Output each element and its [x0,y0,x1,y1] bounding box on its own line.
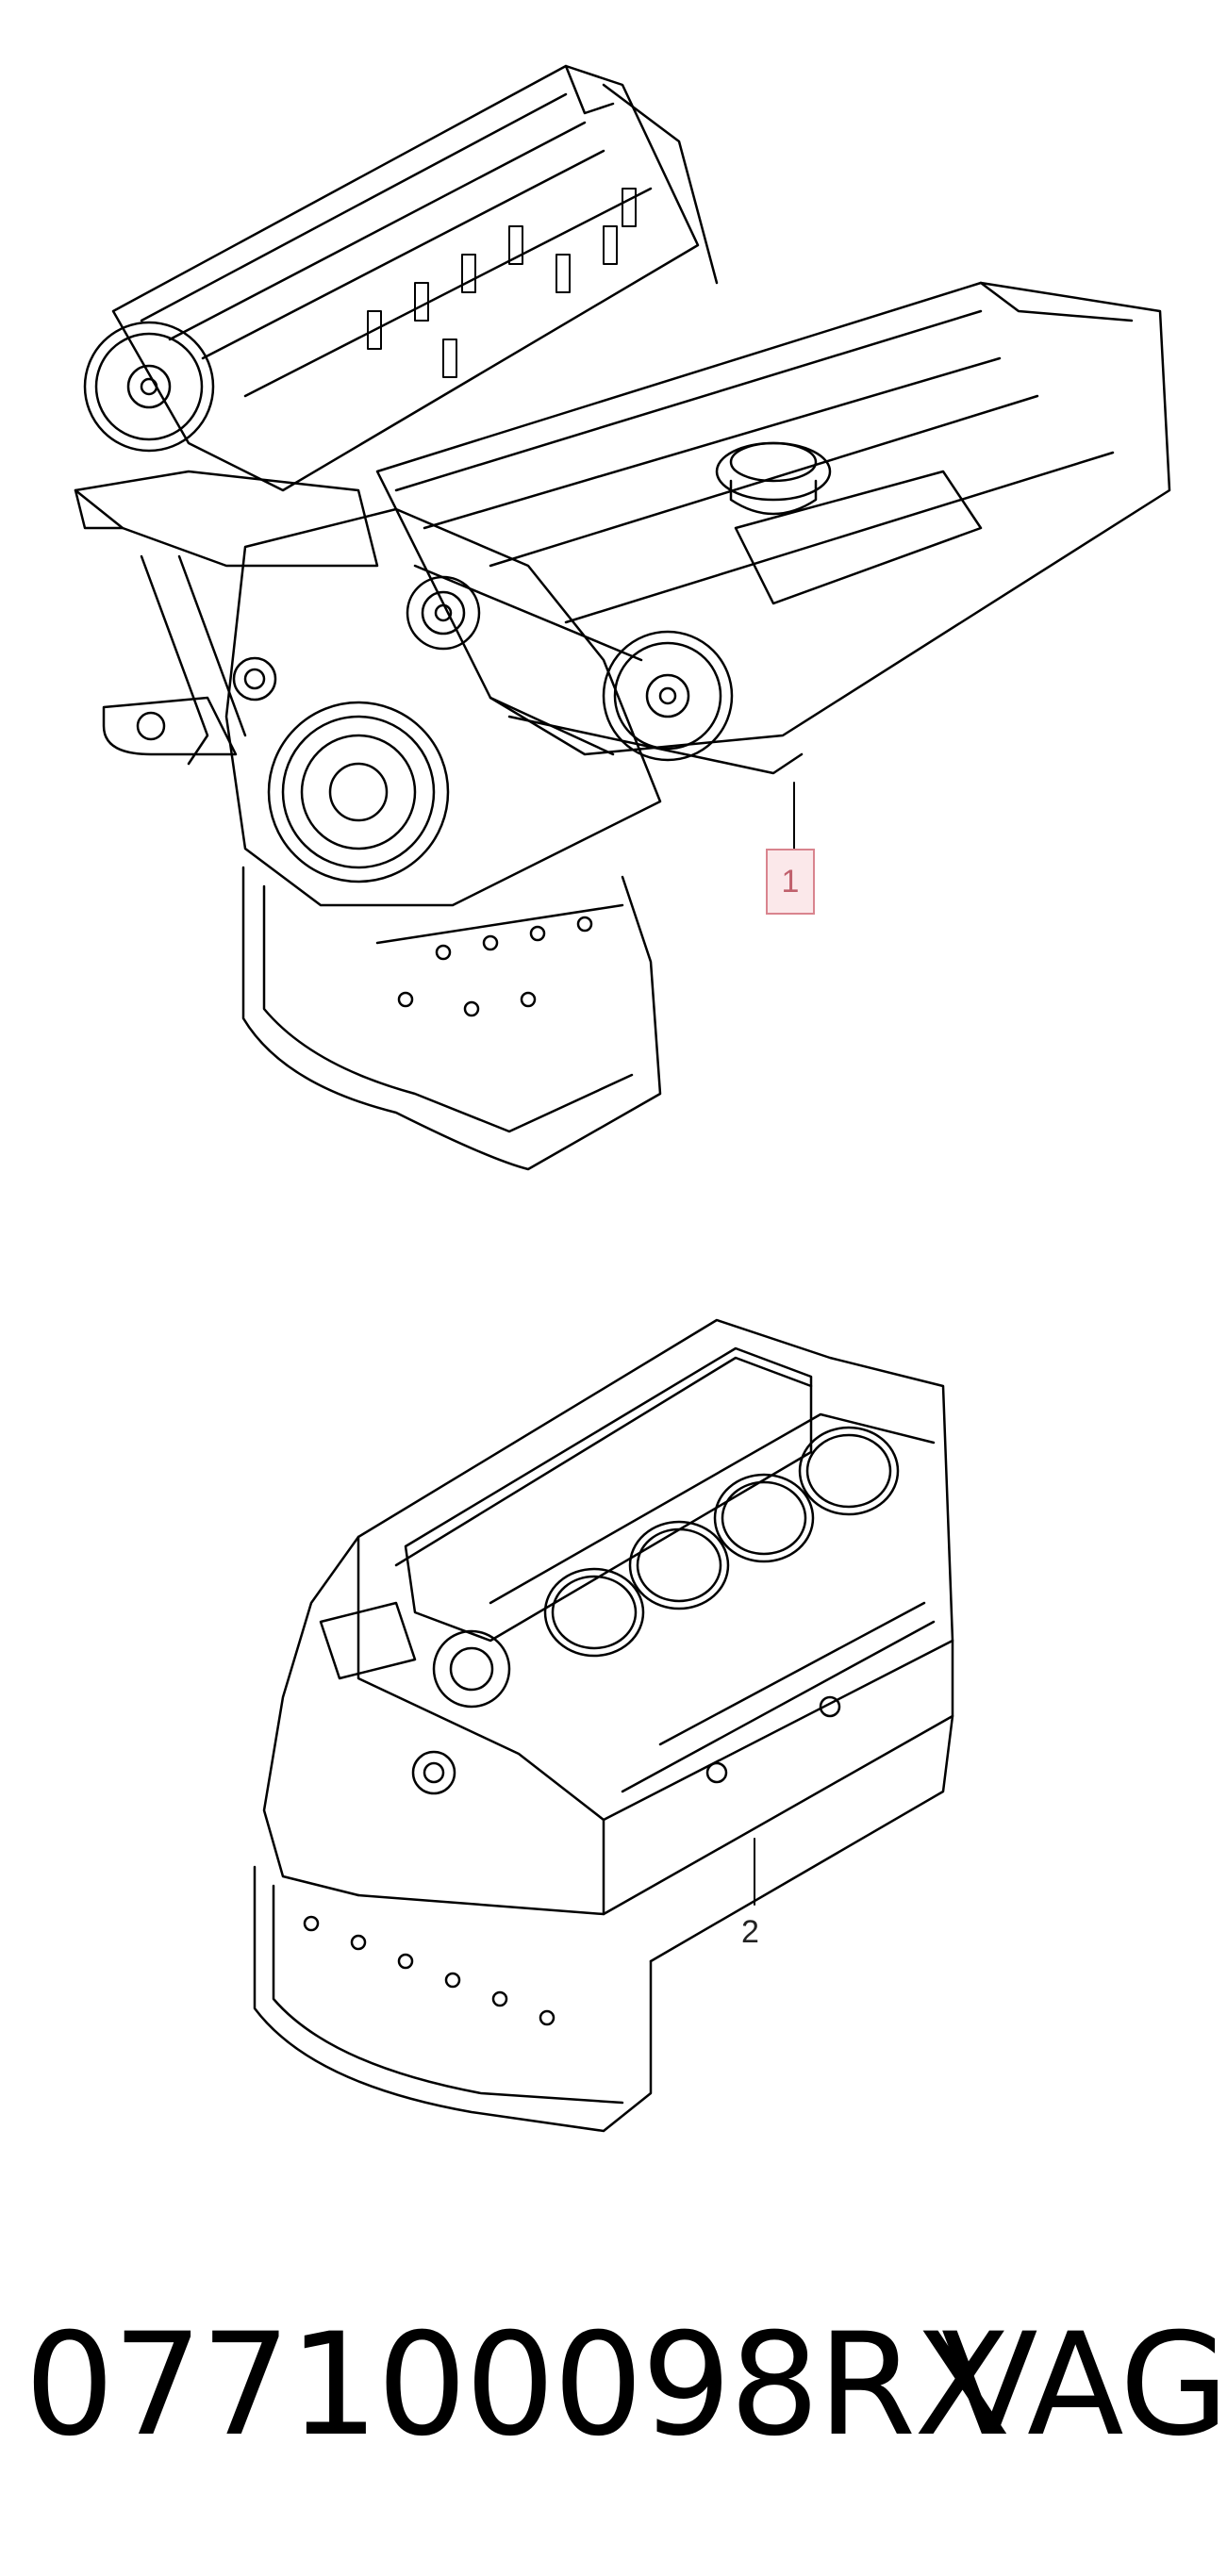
callout-1-label[interactable]: 1 [766,849,815,915]
short-block-drawing [253,1318,954,2133]
footer: 077100098RX VAG [0,2301,1227,2489]
callout-2-label[interactable]: 2 [741,1914,759,1950]
brand-label: VAG [941,2304,1227,2468]
part-number: 077100098RX [25,2304,1011,2468]
complete-engine-drawing [74,64,1171,1171]
